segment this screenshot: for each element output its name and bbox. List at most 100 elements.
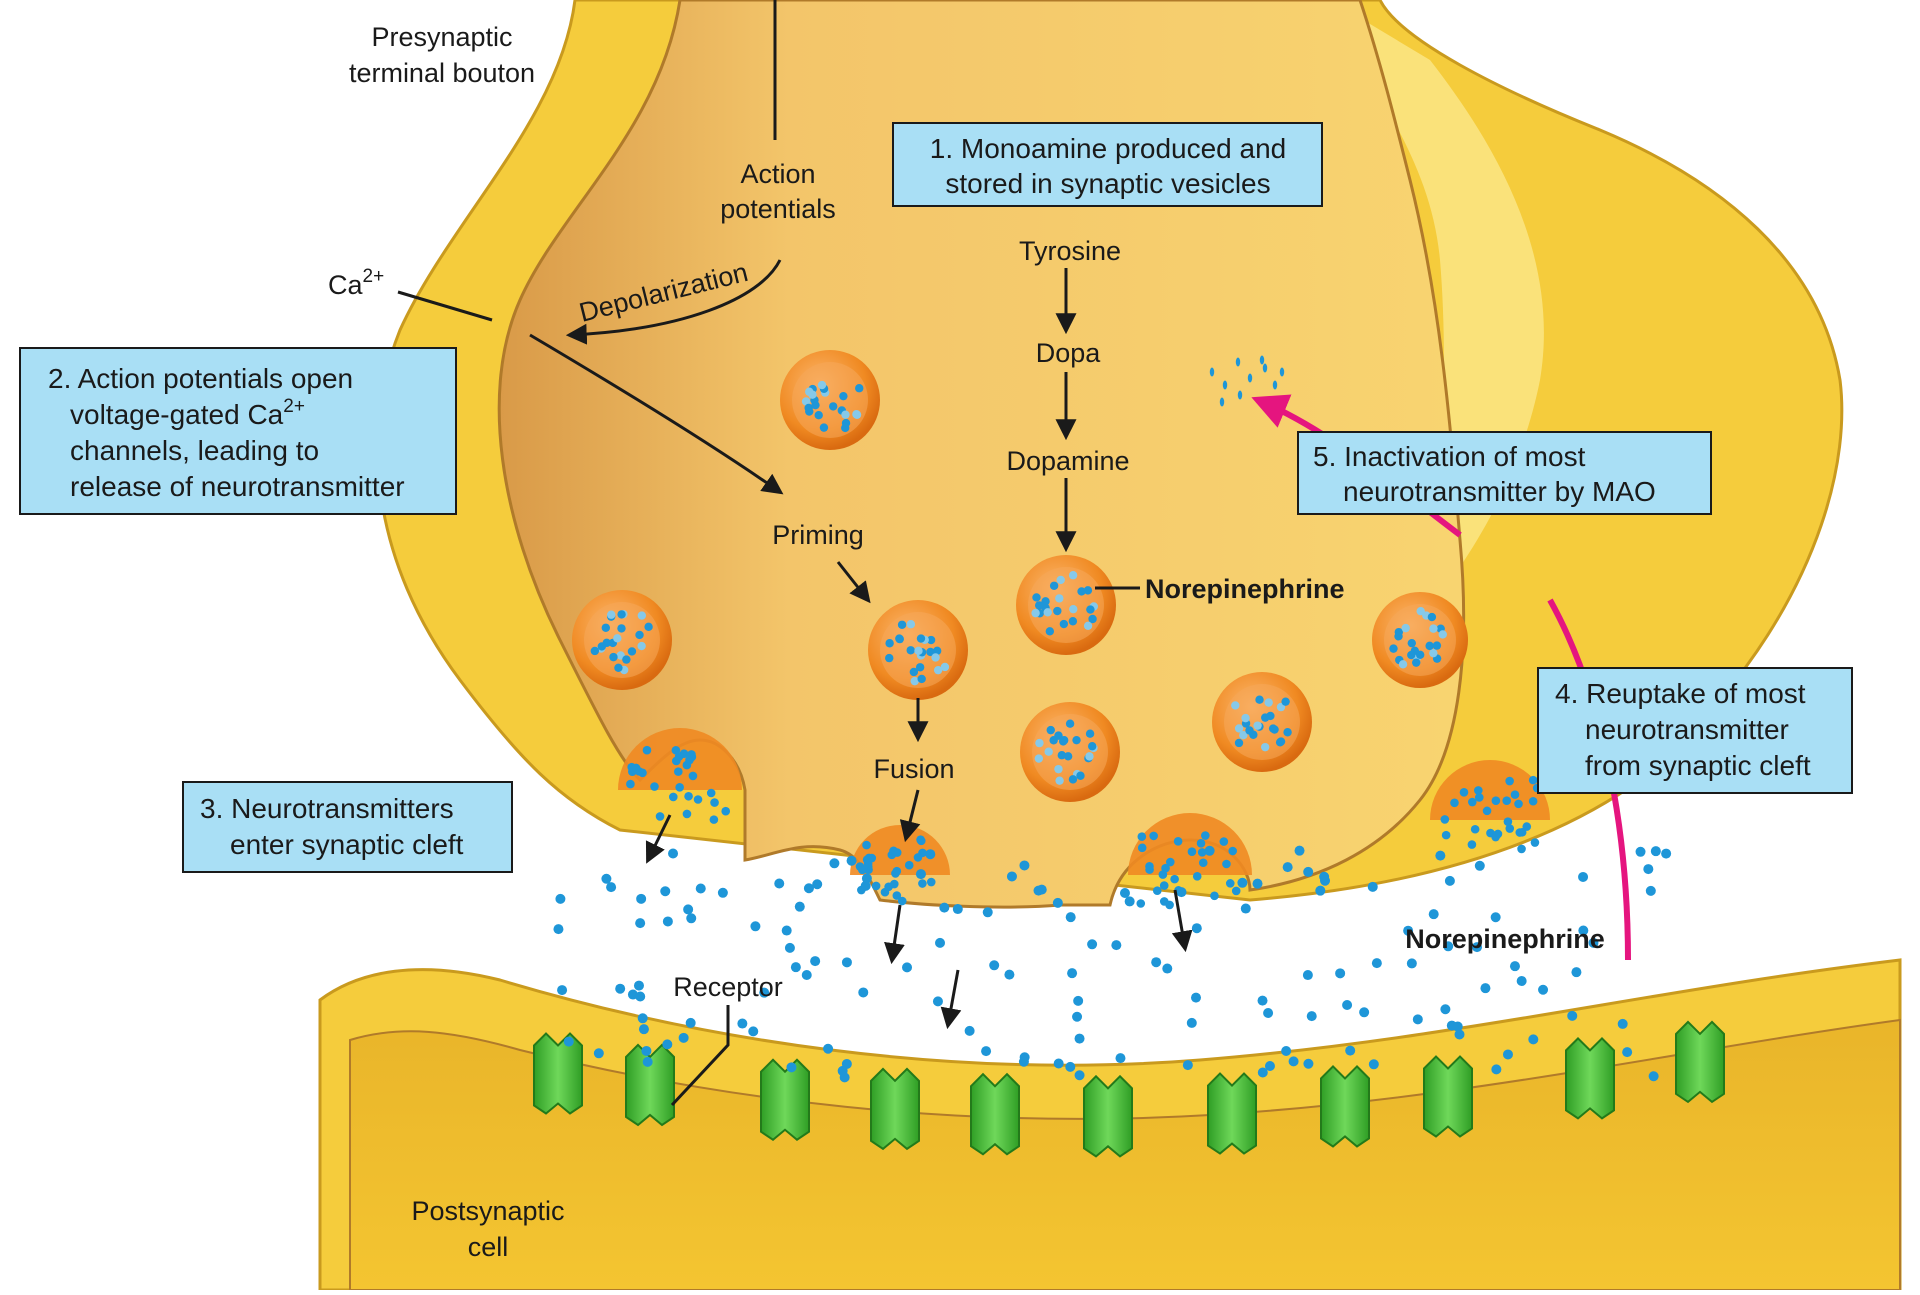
vesicle-transmitter-dot: [1057, 751, 1067, 760]
fused-transmitter-dot: [650, 782, 659, 791]
vesicle-transmitter-dot: [1429, 624, 1438, 633]
action-potentials-label-1: Action: [740, 159, 815, 189]
fused-transmitter-dot: [710, 798, 719, 807]
vesicle-transmitter-dot: [1044, 747, 1053, 756]
cleft-transmitter-dot: [1237, 877, 1248, 888]
cleft-transmitter-dot: [932, 996, 943, 1007]
cleft-transmitter-dot: [678, 1032, 689, 1043]
fused-transmitter-dot: [1137, 832, 1147, 841]
receptor: [533, 1032, 583, 1115]
mao-fragment: [1219, 397, 1225, 407]
cleft-transmitter-dot: [695, 883, 706, 894]
cleft-transmitter-dot: [1491, 1064, 1502, 1075]
cleft-transmitter-dot: [810, 956, 821, 967]
priming-label: Priming: [772, 520, 864, 550]
callout-step-1-line-2: stored in synaptic vesicles: [945, 168, 1270, 199]
vesicle-transmitter-dot: [1394, 632, 1403, 641]
vesicle-transmitter-dot: [609, 652, 618, 662]
ca-pointer-line: [397, 290, 493, 322]
fused-transmitter-dot: [1517, 828, 1527, 837]
cleft-transmitter-dot: [839, 1072, 850, 1083]
receptor-body: [1083, 1074, 1133, 1158]
vesicle: [1016, 555, 1116, 655]
cleft-transmitter-dot: [1257, 995, 1268, 1006]
vesicle-transmitter-dot: [1049, 581, 1059, 590]
cleft-transmitter-dot: [964, 1025, 975, 1036]
vesicle-transmitter-dot: [1412, 658, 1421, 667]
receptor-leader: [670, 1005, 730, 1107]
vesicle-transmitter-dot: [1425, 641, 1434, 651]
fused-transmitter-dot: [916, 836, 926, 846]
fused-transmitter-dot: [891, 869, 900, 878]
cleft-transmitter-dot: [1111, 940, 1122, 951]
vesicle-transmitter-dot: [1241, 713, 1250, 723]
fused-transmitter-dot: [638, 768, 647, 778]
cleft-transmitter-dot: [1650, 846, 1661, 857]
fused-transmitter-dot: [655, 812, 665, 821]
receptor: [970, 1072, 1020, 1156]
cleft-transmitter-dot: [1406, 958, 1417, 969]
vesicle-transmitter-dot: [1249, 730, 1258, 739]
cleft-transmitter-dot: [925, 849, 936, 860]
cleft-transmitter-dot: [1019, 860, 1030, 871]
vesicle-transmitter-dot: [910, 676, 919, 686]
cleft-transmitter-dot: [1635, 846, 1646, 857]
cleft-transmitter-dot: [1162, 963, 1173, 974]
receptor-label: Receptor: [673, 972, 783, 1002]
fused-transmitter-dot: [1228, 846, 1238, 856]
fused-transmitter-dot: [675, 782, 684, 792]
vesicle-transmitter-dot: [1065, 719, 1075, 728]
vesicle-transmitter-dot: [1283, 728, 1292, 737]
cleft-transmitter-dot: [1443, 941, 1454, 952]
callout-step-2-line-2-text: voltage-gated Ca: [70, 399, 284, 430]
vesicle-transmitter-dot: [819, 423, 829, 432]
vesicle-transmitter-dot: [917, 674, 926, 684]
vesicle: [1020, 702, 1120, 802]
cleft-transmitter-dot: [633, 980, 644, 991]
vesicle-transmitter-dot: [637, 611, 647, 620]
cleft-transmitter-dot: [1072, 1011, 1083, 1022]
cleft-transmitter-dot: [784, 942, 795, 953]
cleft-transmitter-dot: [841, 957, 852, 968]
vesicle-transmitter-dot: [1085, 729, 1095, 738]
vesicle-transmitter-dot: [1389, 644, 1398, 653]
receptor-body: [533, 1032, 583, 1115]
vesicle-transmitter-dot: [933, 665, 943, 675]
callout-step-1: 1. Monoamine produced and stored in syna…: [892, 122, 1323, 207]
cleft-transmitter-dot: [737, 1018, 748, 1029]
fused-transmitter-dot: [1517, 844, 1526, 854]
cleft-transmitter-dot: [1367, 881, 1378, 892]
cleft-transmitter-dot: [759, 987, 770, 998]
fused-transmitter-dot: [1201, 831, 1210, 840]
cleft-transmitter-dot: [1403, 925, 1414, 936]
cleft-transmitter-dot: [823, 1043, 834, 1054]
cleft-transmitter-dot: [1371, 958, 1382, 969]
callout-step-4-line-3: from synaptic cleft: [1585, 750, 1811, 781]
fused-transmitter-dot: [1145, 865, 1154, 874]
fused-transmitter-dot: [1514, 799, 1523, 809]
cleft-transmitter-dot: [563, 1036, 574, 1047]
callout-step-2-line-1: 2. Action potentials open: [48, 363, 353, 394]
vesicle-transmitter-dot: [1398, 660, 1408, 669]
cleft-transmitter-dot: [1074, 1070, 1085, 1081]
cleft-transmitter-dot: [642, 1056, 653, 1067]
vesicle-transmitter-dot: [1239, 730, 1248, 740]
cleft-transmitter-dot: [915, 869, 926, 880]
cleft-transmitter-dot: [1578, 871, 1589, 882]
fused-transmitter-dot: [1491, 796, 1501, 805]
fused-transmitter-dot: [1196, 839, 1206, 848]
cleft-transmitter-dot: [1428, 909, 1439, 920]
receptor-body: [1565, 1036, 1615, 1120]
fused-transmitter-dot: [913, 853, 923, 862]
cleft-transmitter-dot: [1588, 937, 1599, 948]
cleft-transmitter-dot: [1004, 969, 1015, 980]
receptor-body: [625, 1043, 675, 1127]
vesicle-transmitter-dot: [1086, 605, 1095, 614]
mao-fragment: [1247, 373, 1253, 383]
cleft-transmitter-dot: [1617, 1018, 1628, 1029]
cleft-transmitter-dot: [683, 904, 694, 915]
cleft-transmitter-dot: [1509, 961, 1520, 972]
vesicle-transmitter-dot: [1045, 627, 1055, 636]
cleft-transmitter-dot: [1454, 1029, 1465, 1040]
